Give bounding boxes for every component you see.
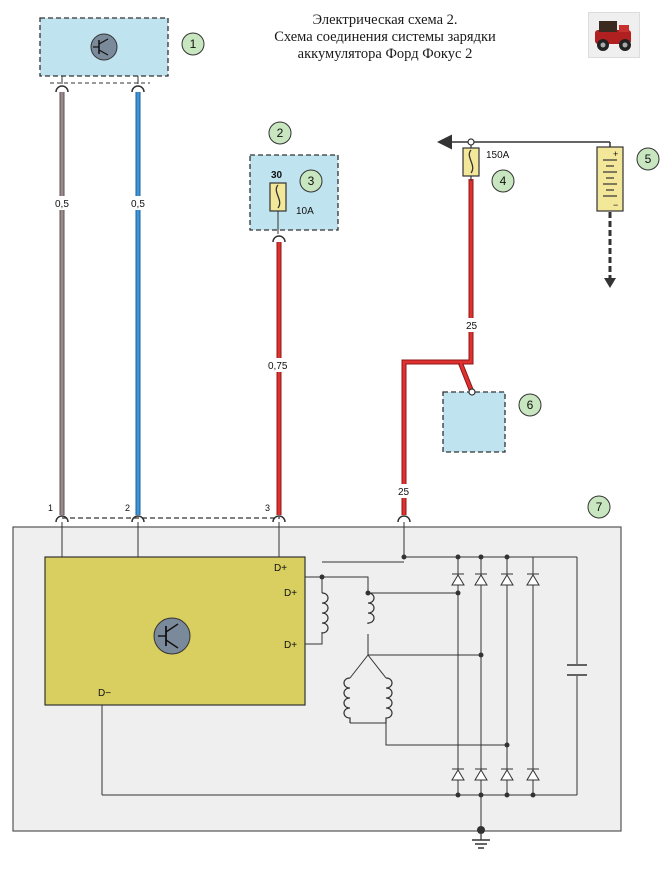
main-fuse-icon — [462, 147, 480, 177]
title-line-2: Схема соединения системы зарядки — [274, 29, 496, 45]
callout-7: 7 — [587, 495, 611, 519]
wire-label-red-075: 0,75 — [268, 361, 288, 372]
svg-text:2: 2 — [277, 126, 284, 140]
svg-text:4: 4 — [500, 174, 507, 188]
stator-coil-1-icon — [367, 592, 375, 624]
stator-coil-3-icon — [385, 677, 393, 723]
pin-number-3: 3 — [265, 503, 270, 513]
car-logo-icon — [588, 12, 640, 58]
wire-label-gray: 0,5 — [55, 199, 69, 210]
svg-text:7: 7 — [596, 500, 603, 514]
callout-5: 5 — [636, 147, 660, 171]
capacitor-icon — [567, 664, 587, 676]
callout-3: 3 — [299, 169, 323, 193]
title-line-3: аккумулятора Форд Фокус 2 — [297, 46, 473, 62]
diagram-title: Электрическая схема 2. Схема соединения … — [240, 12, 530, 63]
regulator-pin-dplus-2: D+ — [284, 588, 297, 599]
fuse-icon — [269, 182, 287, 212]
alternator-pin-2 — [131, 515, 145, 523]
battery-minus-label: − — [613, 200, 618, 210]
pin-number-2: 2 — [125, 503, 130, 513]
transistor-icon — [90, 33, 118, 61]
wire-red-25-alternator — [401, 359, 460, 515]
pin-number-1: 1 — [48, 503, 53, 513]
svg-text:3: 3 — [308, 174, 315, 188]
title-line-1: Электрическая схема 2. — [312, 12, 458, 28]
excitation-coil-icon — [321, 592, 329, 634]
alternator-pin-3 — [272, 515, 286, 523]
junction-node-b — [401, 554, 407, 560]
callout-4: 4 — [491, 169, 515, 193]
alternator-pin-1 — [55, 515, 69, 523]
main-fuse-node-top — [467, 138, 475, 146]
regulator-pin-dplus-1: D+ — [274, 563, 287, 574]
battery-plus-label: + — [613, 149, 618, 159]
alternator-pin-b — [397, 515, 411, 523]
ground-icon — [472, 826, 490, 849]
component-6-node — [468, 388, 476, 396]
fuse-terminal-label: 30 — [271, 170, 283, 181]
connector-pin-1b — [131, 85, 145, 93]
diode-icon — [451, 573, 540, 781]
wire-label-red-25-alt: 25 — [398, 487, 410, 498]
connector-pin-fuse — [272, 235, 286, 243]
battery-ground-arrow — [604, 278, 616, 288]
battery-icon — [596, 146, 624, 212]
wire-red-25-main — [456, 179, 475, 393]
fuse-box-component-2 — [249, 154, 339, 231]
fuse-rating-label: 10A — [296, 206, 314, 217]
regulator-pin-dminus: D− — [98, 688, 111, 699]
svg-text:1: 1 — [190, 37, 197, 51]
connector-pin-1a — [55, 85, 69, 93]
regulator-transistor-icon — [153, 617, 191, 655]
stator-coil-2-icon — [343, 677, 351, 723]
callout-2: 2 — [268, 121, 292, 145]
alternator-internal-wiring — [101, 556, 578, 826]
main-fuse-rating-label: 150A — [486, 150, 510, 161]
regulator-pin-dplus-3: D+ — [284, 640, 297, 651]
component-6-box — [442, 391, 506, 453]
svg-text:6: 6 — [527, 398, 534, 412]
callout-1: 1 — [181, 32, 205, 56]
svg-text:5: 5 — [645, 152, 652, 166]
callout-6: 6 — [518, 393, 542, 417]
wire-label-blue: 0,5 — [131, 199, 145, 210]
wire-label-red-25-main: 25 — [466, 321, 478, 332]
